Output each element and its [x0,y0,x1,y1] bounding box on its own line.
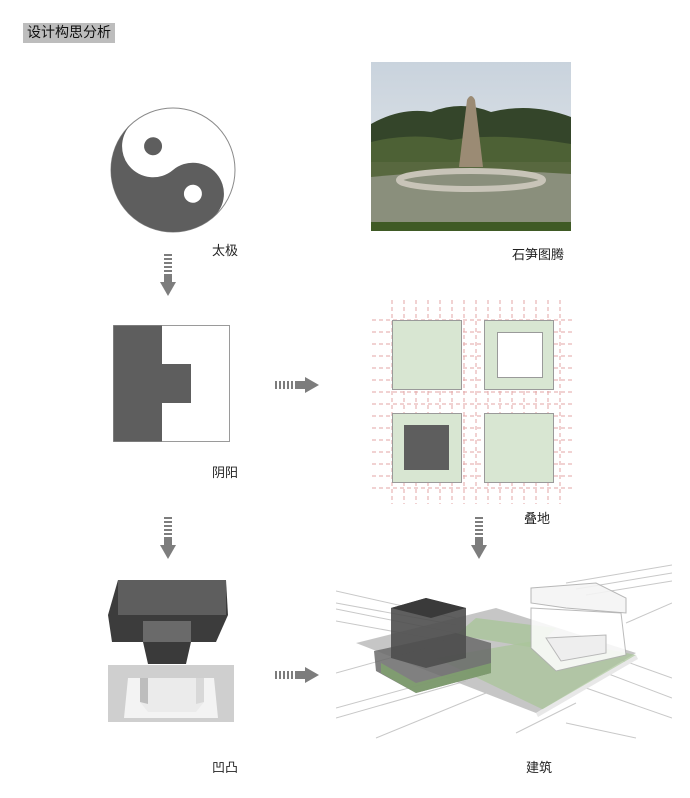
label-concave-convex: 凹凸 [212,761,239,776]
arrow-right-icon [275,377,319,393]
label-site: 叠地 [524,512,551,527]
label-yinyang: 阴阳 [212,466,239,481]
arrow-down-icon [471,517,487,559]
site-grid-icon [372,300,572,504]
architecture-massing-icon [336,563,672,743]
yin-yang-icon [109,106,237,234]
label-architecture: 建筑 [526,761,553,776]
label-stone-totem: 石笋图腾 [512,248,565,263]
stone-pillar-photo [371,62,571,231]
yin-yang-block-icon [113,325,231,443]
arrow-down-icon [160,517,176,559]
arrow-right-icon [275,667,319,683]
arrow-down-icon [160,254,176,296]
label-taiji: 太极 [212,244,239,259]
concave-convex-blocks-icon [108,578,234,736]
page-title: 设计构思分析 [23,23,115,43]
